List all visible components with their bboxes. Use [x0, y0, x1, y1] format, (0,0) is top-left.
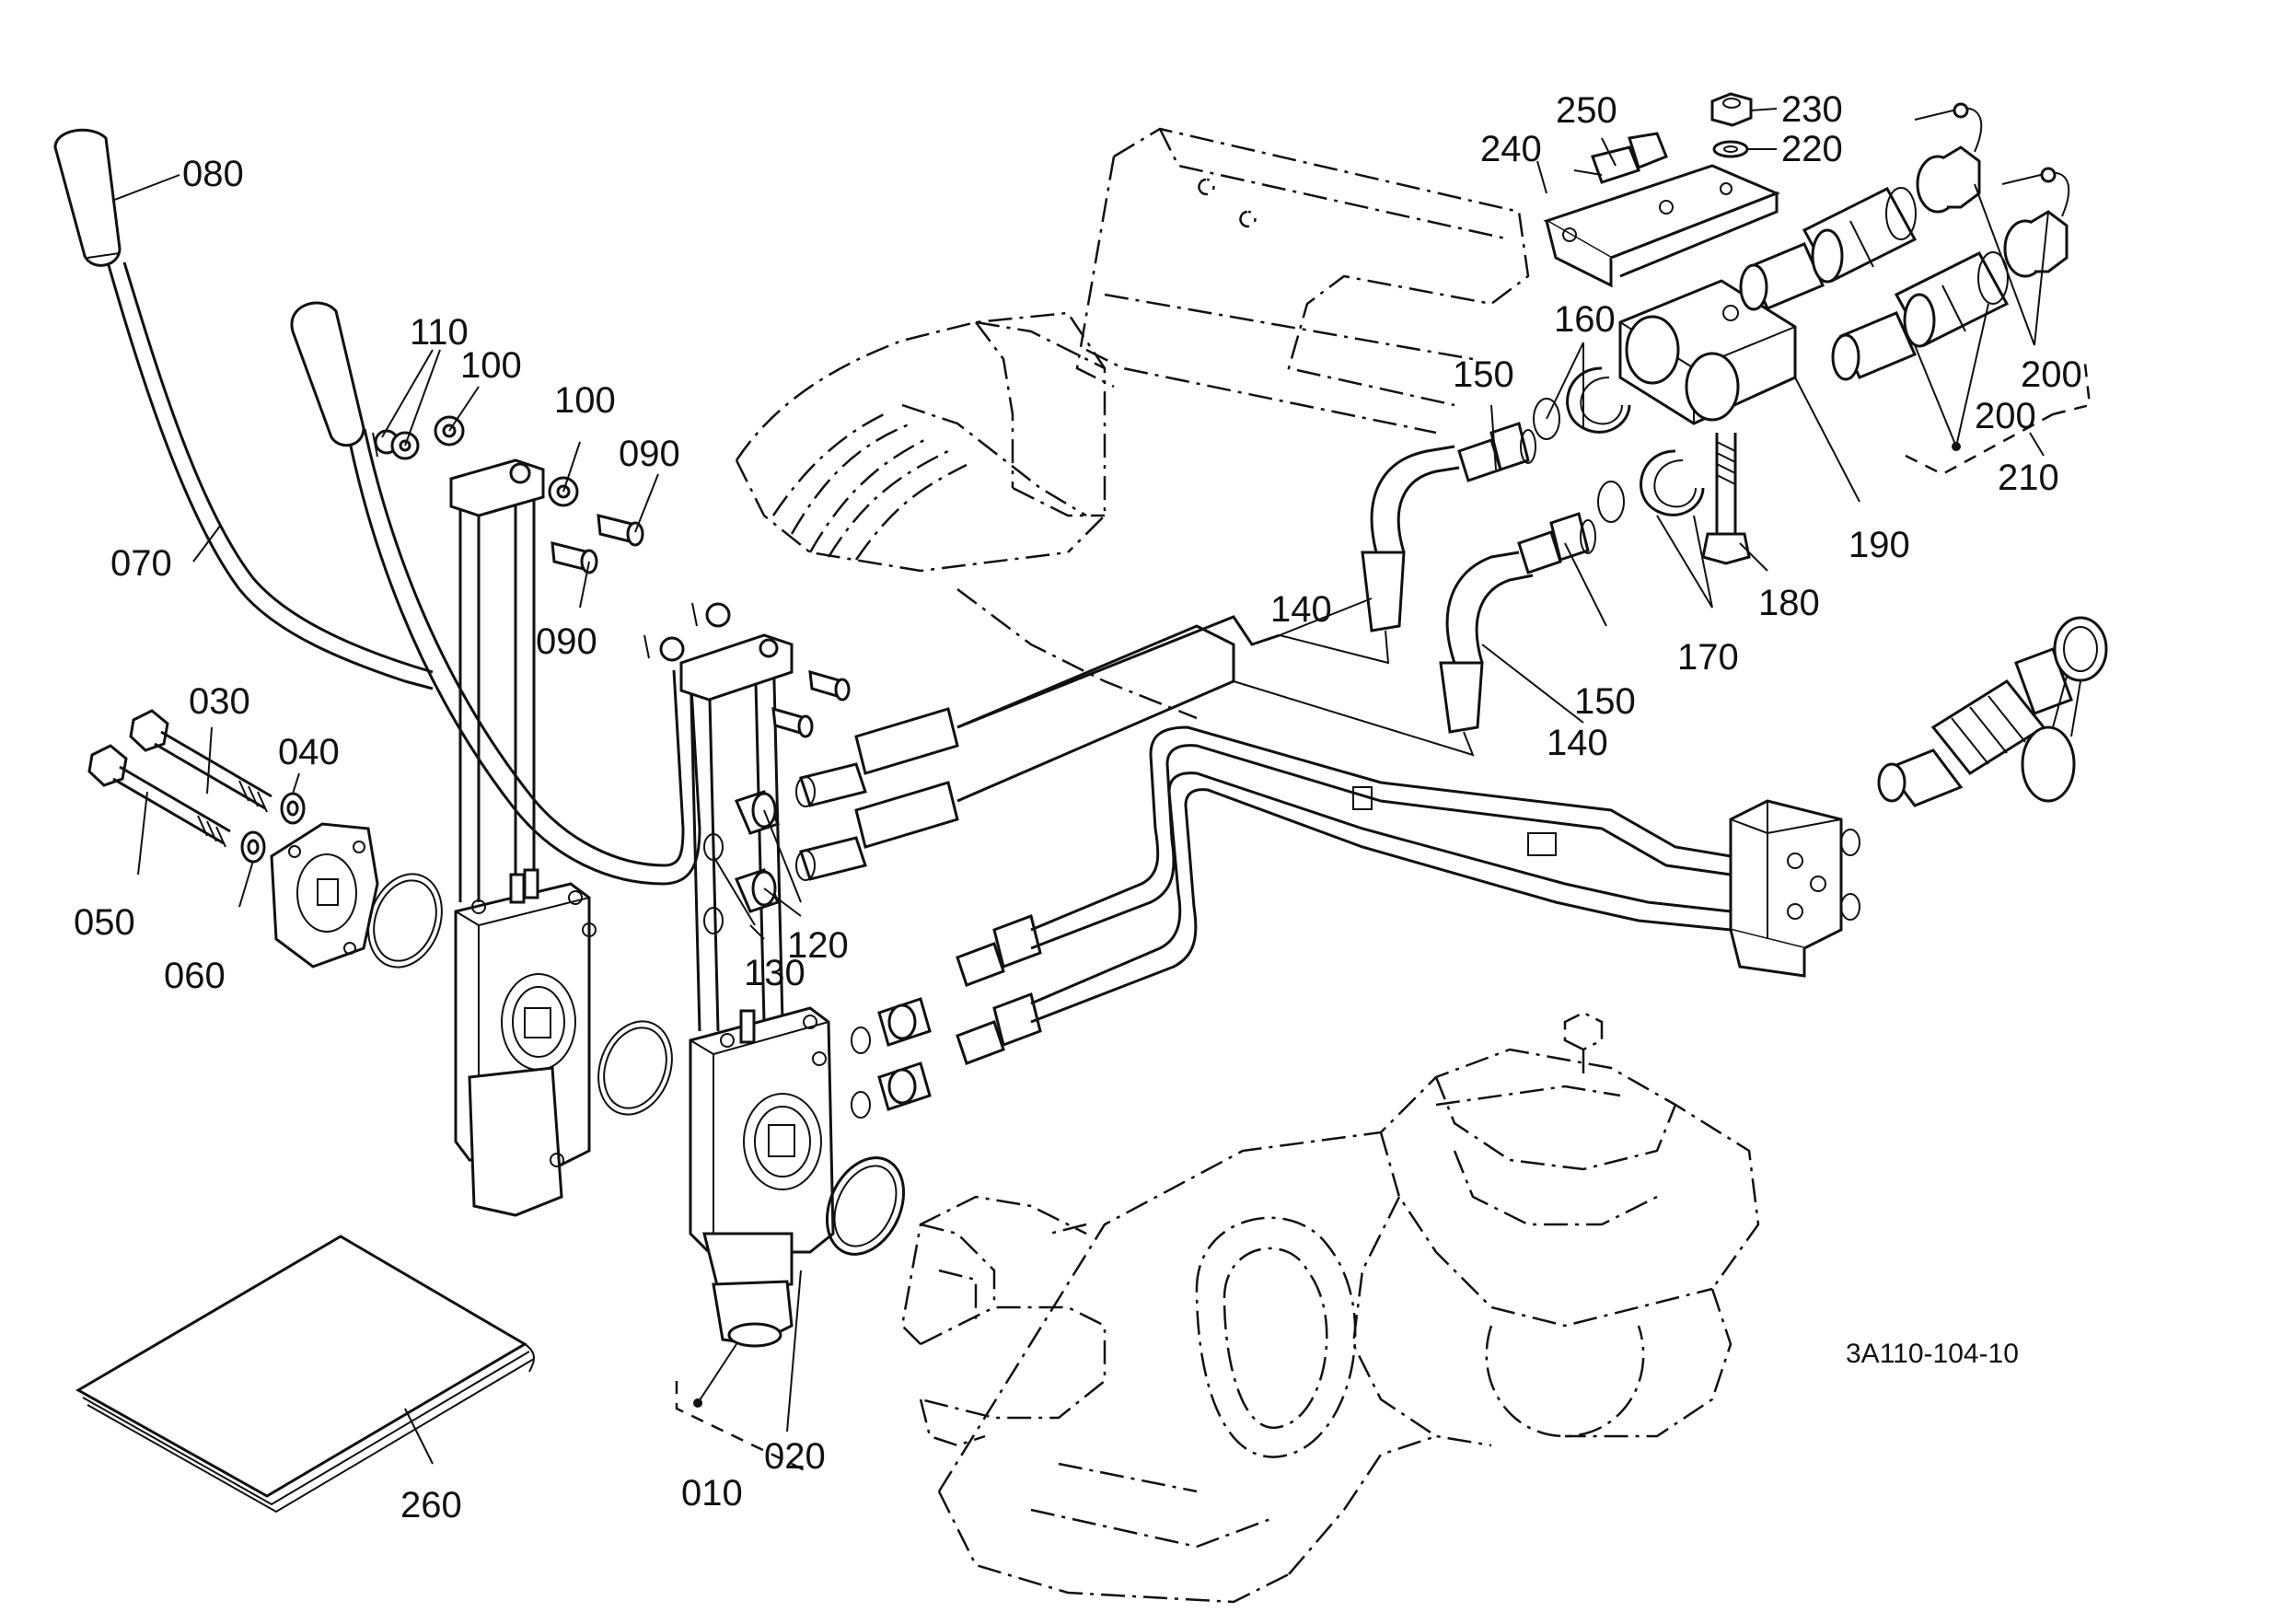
callout-120: 120 [787, 925, 849, 966]
rear-coupler-bracket [1729, 799, 1860, 978]
callout-260: 260 [400, 1485, 462, 1525]
tractor-seat-console [735, 311, 1198, 720]
washer-060 [240, 830, 266, 864]
callout-170: 200 [1975, 396, 2036, 436]
callout-230: 230 [1781, 89, 1843, 130]
lever-bracket-upper [449, 458, 545, 517]
callout-010: 010 [681, 1473, 743, 1514]
assembly-bracket-010 [675, 1343, 811, 1475]
quick-coupler-170a [1739, 187, 1918, 311]
washers-110 [372, 429, 420, 460]
lever-bracket-lower [643, 602, 851, 738]
callout-labels: 080 070 110 100 100 090 090 030 040 050 … [74, 89, 2082, 1525]
callout-140a: 140 [1270, 589, 1332, 630]
coupler-block-190 [1618, 279, 1797, 425]
callout-140b: 140 [1547, 723, 1608, 763]
tractor-axle-bracket [900, 1195, 1107, 1447]
callout-110: 110 [410, 312, 469, 353]
callout-150a: 150 [1453, 354, 1514, 395]
dust-plug-180a [1914, 102, 1983, 214]
callout-210: 180 [1758, 583, 1820, 623]
nut-230 [1710, 92, 1753, 127]
callout-250: 250 [1556, 90, 1617, 131]
mount-bracket-240 [1543, 164, 1780, 288]
control-valve-upper [454, 868, 597, 1217]
callout-080: 080 [182, 154, 244, 194]
callout-030: 030 [189, 681, 250, 722]
dust-cap-rear [2021, 616, 2108, 803]
washer-220 [1712, 140, 1749, 158]
bolt-210 [1701, 433, 1751, 565]
callout-050: 050 [74, 902, 135, 943]
callout-040: 040 [278, 732, 340, 772]
tractor-fender-housing [901, 127, 1530, 517]
bolt-030 [129, 709, 272, 813]
callout-100b: 100 [554, 380, 616, 421]
rear-quick-coupler [1877, 647, 2073, 807]
knob-080 [53, 128, 122, 267]
bolt-050 [87, 744, 231, 848]
callout-240: 240 [1480, 129, 1542, 169]
pin-090a [597, 514, 644, 547]
oring-020 [825, 1156, 906, 1256]
drawing-code: 3A110-104-10 [1846, 1339, 2019, 1369]
knob-second [290, 301, 365, 447]
tractor-transmission-housing [937, 1011, 1760, 1604]
callout-150b: 150 [1574, 681, 1636, 722]
callout-060: 060 [164, 956, 226, 996]
port-fittings-upper [703, 762, 867, 934]
callout-090a: 090 [619, 434, 680, 474]
callout-190: 190 [1848, 525, 1910, 565]
oring-middle [597, 1020, 673, 1116]
callout-090b: 090 [536, 621, 597, 662]
callout-160: 210 [1998, 458, 2059, 498]
callout-180: 200 [2021, 354, 2082, 395]
lever-070 [107, 261, 434, 690]
dust-plug-180b [2001, 167, 2070, 278]
control-valve-010 [689, 1006, 835, 1348]
callout-100a: 100 [460, 345, 522, 386]
leader-lines [111, 108, 2049, 1465]
breather-250 [1573, 132, 1668, 184]
fitting-150b [1517, 512, 1596, 574]
washer-040 [280, 792, 306, 825]
callout-070: 070 [110, 543, 172, 584]
steel-pipes-rear [1030, 725, 1732, 1024]
operators-manual-260 [75, 1235, 535, 1514]
snap-rings-200 [1566, 366, 1705, 516]
lever-second [346, 428, 774, 886]
pin-090b [550, 541, 598, 574]
callout-200a: 160 [1554, 299, 1616, 340]
end-cover-plate [270, 822, 379, 969]
oring-cover [367, 873, 443, 969]
fitting-150a [1457, 422, 1536, 482]
quick-coupler-170b [1831, 251, 2010, 381]
hose-140a [1279, 445, 1460, 665]
hose-140b [1233, 551, 1534, 757]
callout-220: 220 [1781, 129, 1843, 169]
orings-200 [1533, 398, 1625, 523]
callout-020: 020 [764, 1436, 826, 1477]
callout-200b: 170 [1677, 637, 1739, 678]
hose-assemblies-upper [854, 615, 1281, 849]
port-fittings-lower [851, 914, 1042, 1119]
callout-130: 130 [744, 953, 805, 993]
